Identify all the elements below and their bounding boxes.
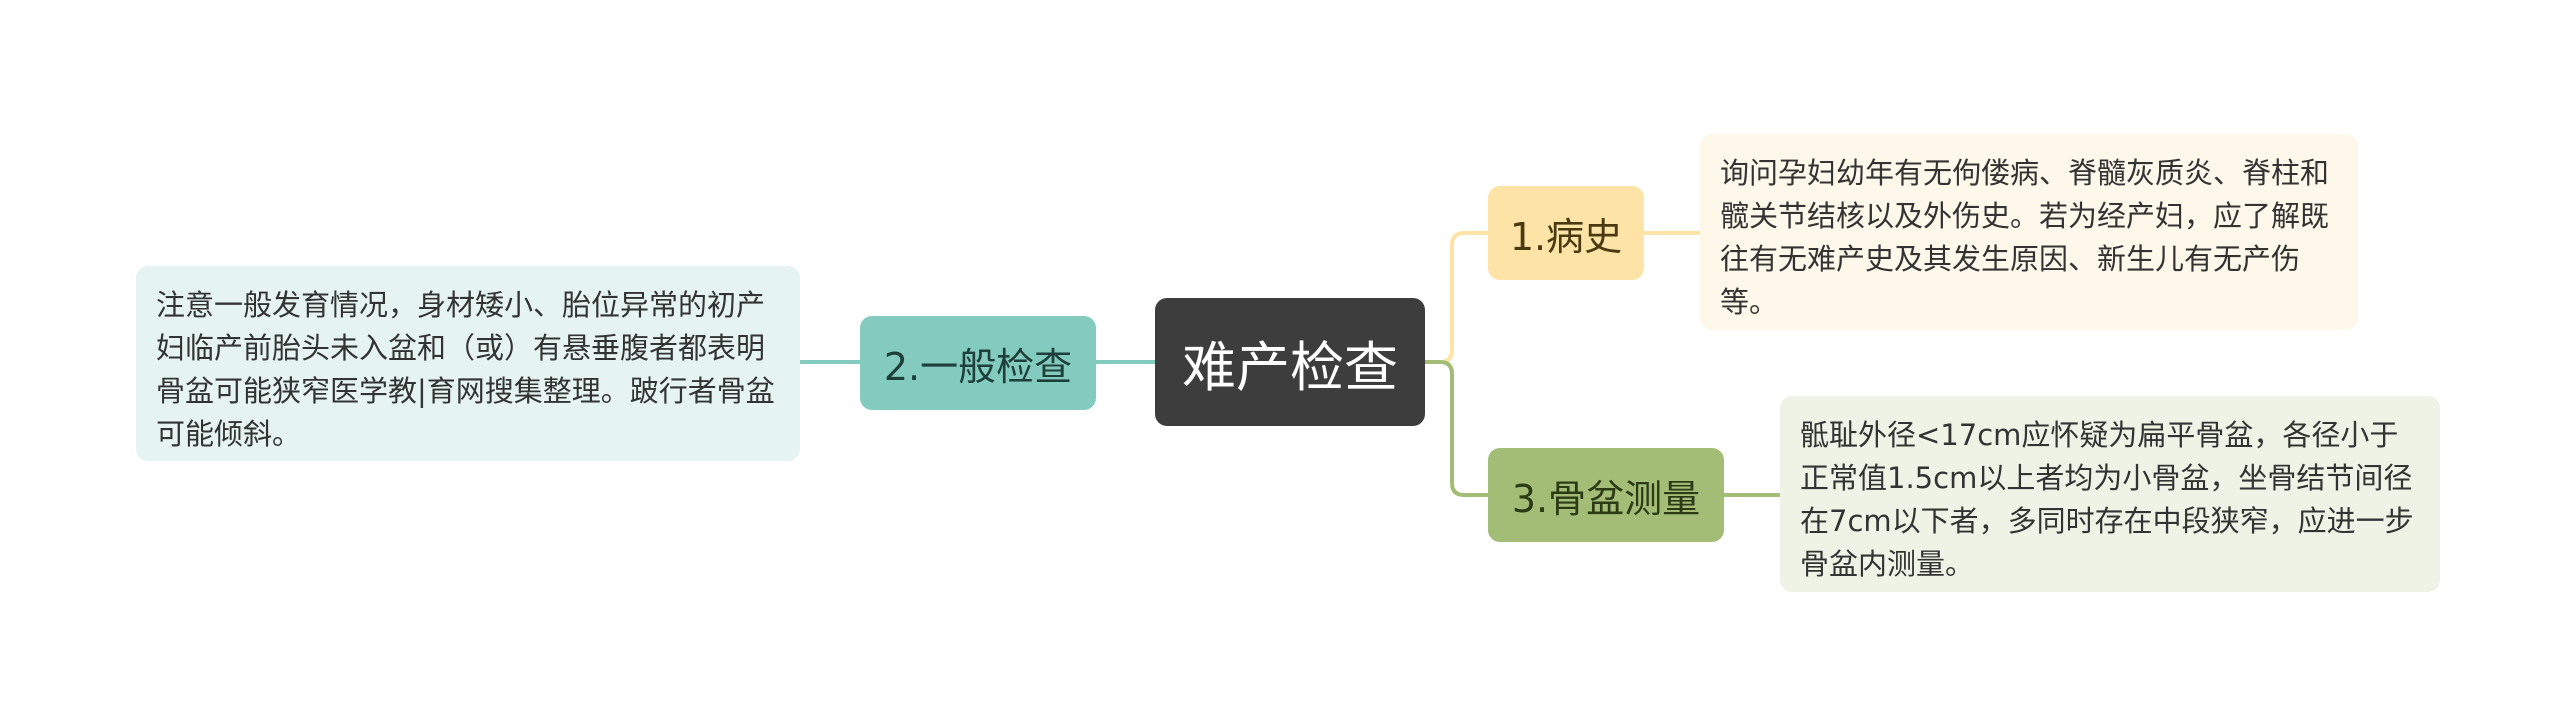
central-topic-label: 难产检查 bbox=[1182, 335, 1398, 399]
connector-center-to-pelvic bbox=[1425, 360, 1488, 497]
branch-pelvic-measurement[interactable]: 3.骨盆测量 bbox=[1488, 448, 1724, 542]
note-history-text: 询问孕妇幼年有无佝偻病、脊髓灰质炎、脊柱和髋关节结核以及外伤史。若为经产妇，应了… bbox=[1720, 156, 2330, 319]
note-history[interactable]: 询问孕妇幼年有无佝偻病、脊髓灰质炎、脊柱和髋关节结核以及外伤史。若为经产妇，应了… bbox=[1700, 134, 2358, 330]
note-general-exam-text: 注意一般发育情况，身材矮小、胎位异常的初产妇临产前胎头未入盆和（或）有悬垂腹者都… bbox=[156, 288, 775, 451]
branch-pelvic-measurement-label: 3.骨盆测量 bbox=[1511, 476, 1701, 521]
note-pelvic-measurement[interactable]: 骶耻外径<17cm应怀疑为扁平骨盆，各径小于正常值1.5cm以上者均为小骨盆，坐… bbox=[1780, 396, 2440, 592]
central-topic[interactable]: 难产检查 bbox=[1155, 298, 1425, 426]
branch-general-exam-label: 2.一般检查 bbox=[883, 344, 1073, 389]
branch-history[interactable]: 1.病史 bbox=[1488, 186, 1644, 280]
branch-history-label: 1.病史 bbox=[1509, 214, 1623, 259]
connector-center-to-history bbox=[1425, 231, 1488, 364]
note-pelvic-measurement-text: 骶耻外径<17cm应怀疑为扁平骨盆，各径小于正常值1.5cm以上者均为小骨盆，坐… bbox=[1800, 418, 2414, 581]
branch-general-exam[interactable]: 2.一般检查 bbox=[860, 316, 1096, 410]
note-general-exam[interactable]: 注意一般发育情况，身材矮小、胎位异常的初产妇临产前胎头未入盆和（或）有悬垂腹者都… bbox=[136, 266, 800, 461]
